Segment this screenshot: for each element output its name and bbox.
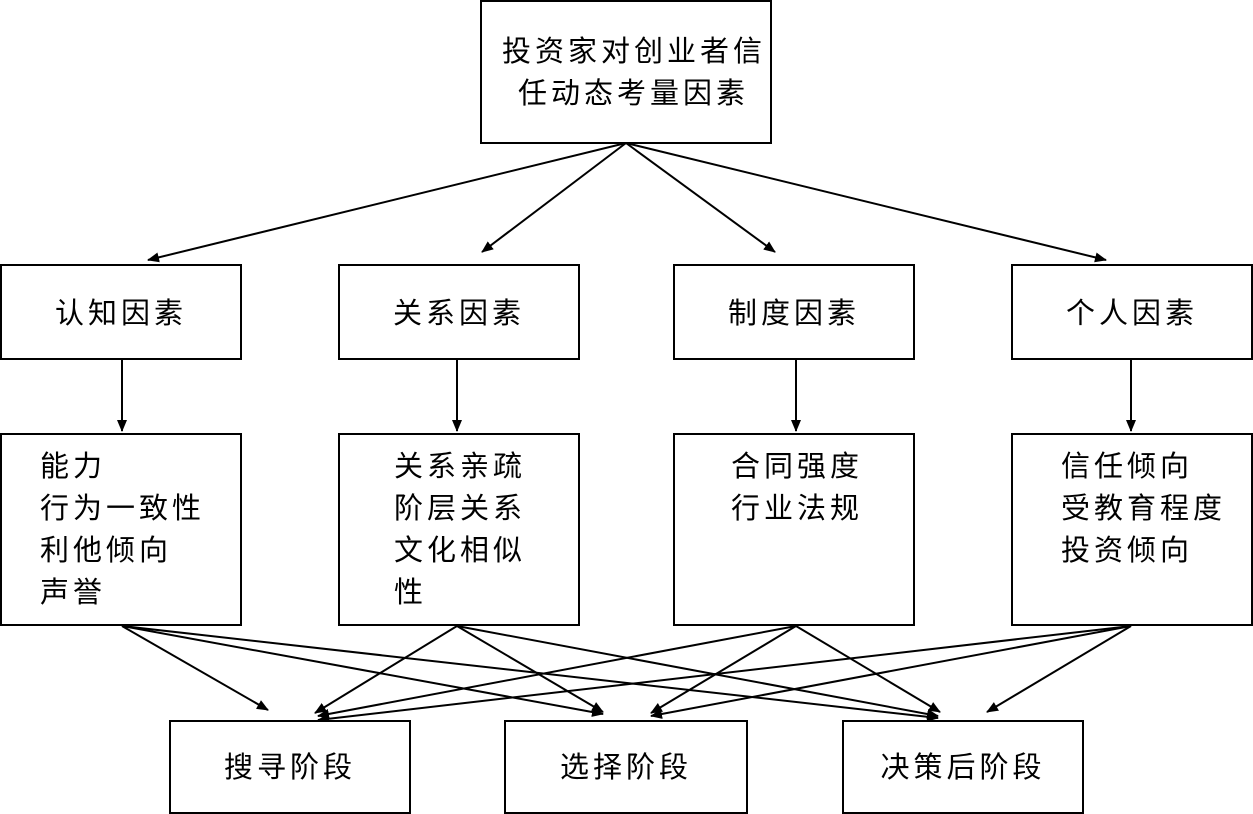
arrow-root-to-personal (625, 142, 1107, 263)
detail-item: 合同强度 (731, 449, 864, 483)
stage-box-search: 搜寻阶段 (169, 720, 411, 814)
detail-item: 投资倾向 (1061, 533, 1194, 567)
arrow-relationship-to-post (456, 625, 939, 719)
detail-item: 利他倾向 (40, 533, 173, 567)
detail-box-relationship: 关系亲疏 阶层关系 文化相似 性 (338, 433, 580, 626)
arrow-institutional-to-post (795, 625, 941, 713)
detail-box-personal: 信任倾向 受教育程度 投资倾向 (1011, 433, 1253, 626)
detail-item: 行为一致性 (40, 491, 206, 525)
detail-item: 信任倾向 (1061, 449, 1194, 483)
arrow-root-to-cognitive (147, 142, 627, 263)
stage-box-post-decision: 决策后阶段 (842, 720, 1084, 814)
category-box-relationship: 关系因素 (338, 264, 580, 360)
detail-box-institutional: 合同强度 行业法规 (673, 433, 915, 626)
stage-label-select: 选择阶段 (559, 750, 692, 784)
category-box-cognitive: 认知因素 (0, 264, 242, 360)
category-label-institutional: 制度因素 (727, 296, 860, 330)
detail-item: 能力 (40, 449, 107, 483)
detail-item: 行业法规 (731, 491, 864, 525)
arrow-cognitive-to-select (121, 625, 604, 717)
category-box-institutional: 制度因素 (673, 264, 915, 360)
category-box-personal: 个人因素 (1011, 264, 1253, 360)
arrow-institutional-to-search (317, 625, 797, 719)
arrow-personal-to-search (317, 625, 1132, 724)
arrow-personal-to-select (650, 625, 1132, 719)
root-line-2: 任动态考量因素 (518, 76, 750, 110)
stage-label-search: 搜寻阶段 (223, 750, 356, 784)
stage-label-post-decision: 决策后阶段 (880, 750, 1046, 784)
detail-item: 声誉 (40, 575, 107, 609)
detail-item: 文化相似 (394, 533, 527, 567)
arrow-institutional-to-select (650, 625, 797, 714)
category-label-personal: 个人因素 (1065, 296, 1198, 330)
root-box: 投资家对创业者信 任动态考量因素 (480, 0, 772, 144)
category-label-relationship: 关系因素 (392, 296, 525, 330)
arrow-root-to-relationship (481, 142, 627, 253)
arrow-cognitive-to-search (121, 625, 269, 711)
arrow-relationship-to-select (456, 625, 604, 713)
root-line-1: 投资家对创业者信 (502, 34, 767, 68)
arrow-root-to-institutional (625, 142, 776, 253)
detail-item: 关系亲疏 (394, 449, 527, 483)
detail-item: 受教育程度 (1061, 491, 1227, 525)
arrow-relationship-to-search (314, 625, 458, 714)
stage-box-select: 选择阶段 (504, 720, 748, 814)
detail-item: 阶层关系 (394, 491, 527, 525)
detail-item: 性 (394, 575, 428, 609)
arrow-personal-to-post (986, 625, 1132, 713)
detail-box-cognitive: 能力 行为一致性 利他倾向 声誉 (0, 433, 242, 626)
category-label-cognitive: 认知因素 (54, 296, 187, 330)
arrow-cognitive-to-post (121, 625, 939, 722)
